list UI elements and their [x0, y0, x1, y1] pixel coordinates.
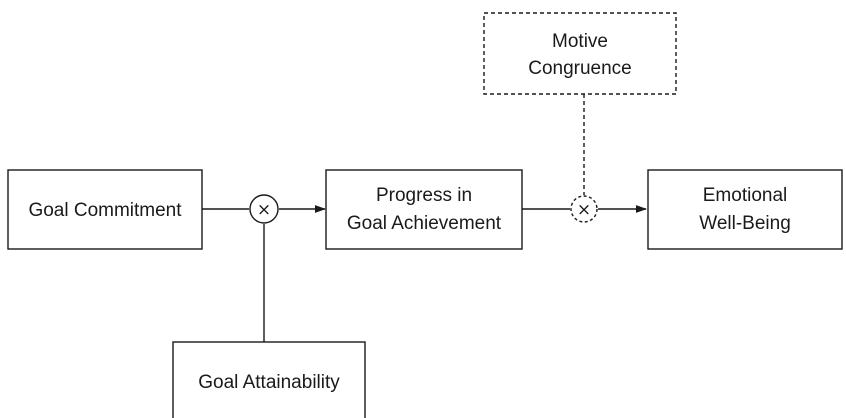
interaction-operator-1: ×	[249, 194, 279, 224]
progress-box	[325, 169, 523, 250]
node-progress-in-goal-achievement: Progress in Goal Achievement	[325, 169, 523, 250]
motive-congruence-label-line-1: Motive	[552, 31, 608, 52]
multiply-icon: ×	[577, 200, 591, 220]
interaction-2-circle	[570, 195, 598, 223]
node-motive-congruence: Motive Congruence	[483, 12, 677, 95]
motive-congruence-label-line-2: Congruence	[528, 58, 632, 79]
motive-congruence-box	[483, 12, 677, 95]
interaction-operator-2: ×	[570, 195, 598, 223]
progress-label-line-2: Goal Achievement	[347, 213, 502, 234]
goal-commitment-label: Goal Commitment	[28, 200, 182, 221]
emotional-well-being-label-line-2: Well-Being	[699, 213, 791, 234]
emotional-well-being-box	[647, 169, 843, 250]
multiply-icon: ×	[257, 200, 271, 220]
goal-commitment-box	[7, 169, 203, 250]
node-goal-attainability: Goal Attainability	[172, 341, 366, 418]
interaction-1-circle	[249, 194, 279, 224]
emotional-well-being-label-line-1: Emotional	[703, 185, 788, 206]
node-goal-commitment: Goal Commitment	[7, 169, 203, 250]
goal-attainability-label: Goal Attainability	[198, 372, 340, 393]
node-emotional-well-being: Emotional Well-Being	[647, 169, 843, 250]
goal-attainability-box	[172, 341, 366, 418]
progress-label-line-1: Progress in	[376, 185, 472, 206]
